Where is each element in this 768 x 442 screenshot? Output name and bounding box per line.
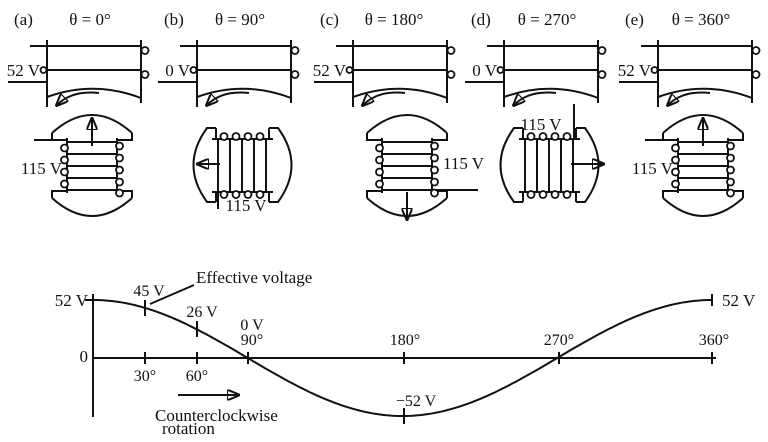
rotor-voltage-label: 115 V [632,159,674,178]
stator-voltage-label: 52 V [7,61,41,80]
rotor-voltage-label: 115 V [443,154,485,173]
theta-title: θ = 90° [215,10,265,29]
rotation-caption-2: rotation [162,419,215,438]
panel-d: (d) θ = 270° 0 V 115 V [465,10,606,203]
voltage-graph: 52 V 0 Effective voltage 45 V 26 V 0 V 9… [55,268,756,438]
panel-c: (c) θ = 180° 52 V 115 V [313,10,485,219]
theta-title: θ = 180° [365,10,424,29]
y-max-label: 52 V [55,291,89,310]
panel-label: (d) [471,10,491,29]
panel-label: (e) [625,10,644,29]
tick-label-180: 180° [390,332,420,349]
point-label-26v: 26 V [186,304,218,321]
stator-voltage-label: 52 V [618,61,652,80]
point-label-52v-end: 52 V [722,291,756,310]
rotor-voltage-label: 115 V [520,115,562,134]
rotation-caption-1: Counterclockwise [155,406,278,425]
tick-label-60: 60° [186,368,208,385]
theta-title: θ = 360° [672,10,731,29]
panel-label: (c) [320,10,339,29]
panel-e: (e) θ = 360° 52 V 115 V [618,10,760,217]
tick-label-90: 90° [241,332,263,349]
theta-title: θ = 270° [518,10,577,29]
stator-voltage-label: 52 V [313,61,347,80]
stator-voltage-label: 0 V [472,61,497,80]
stator-voltage-label: 0 V [165,61,190,80]
point-label-45v: 45 V [133,283,165,300]
annotation-pointer-line [149,284,195,305]
point-label-neg52v: −52 V [396,393,437,410]
tick-label-270: 270° [544,332,574,349]
tick-label-30: 30° [134,368,156,385]
point-label-0v: 0 V [240,317,264,334]
rotor-voltage-label: 115 V [225,196,267,215]
theta-title: θ = 0° [69,10,111,29]
sine-curve [93,299,712,417]
rotor-voltage-label: 115 V [21,159,63,178]
origin-label: 0 [80,347,89,366]
panel-label: (a) [14,10,33,29]
panel-b: (b) θ = 90° 0 V 115 V [158,10,299,215]
panel-a: (a) θ = 0° 52 V 115 V [7,10,149,217]
effective-voltage-label: Effective voltage [196,268,312,287]
tick-label-360: 360° [699,332,729,349]
panel-label: (b) [164,10,184,29]
